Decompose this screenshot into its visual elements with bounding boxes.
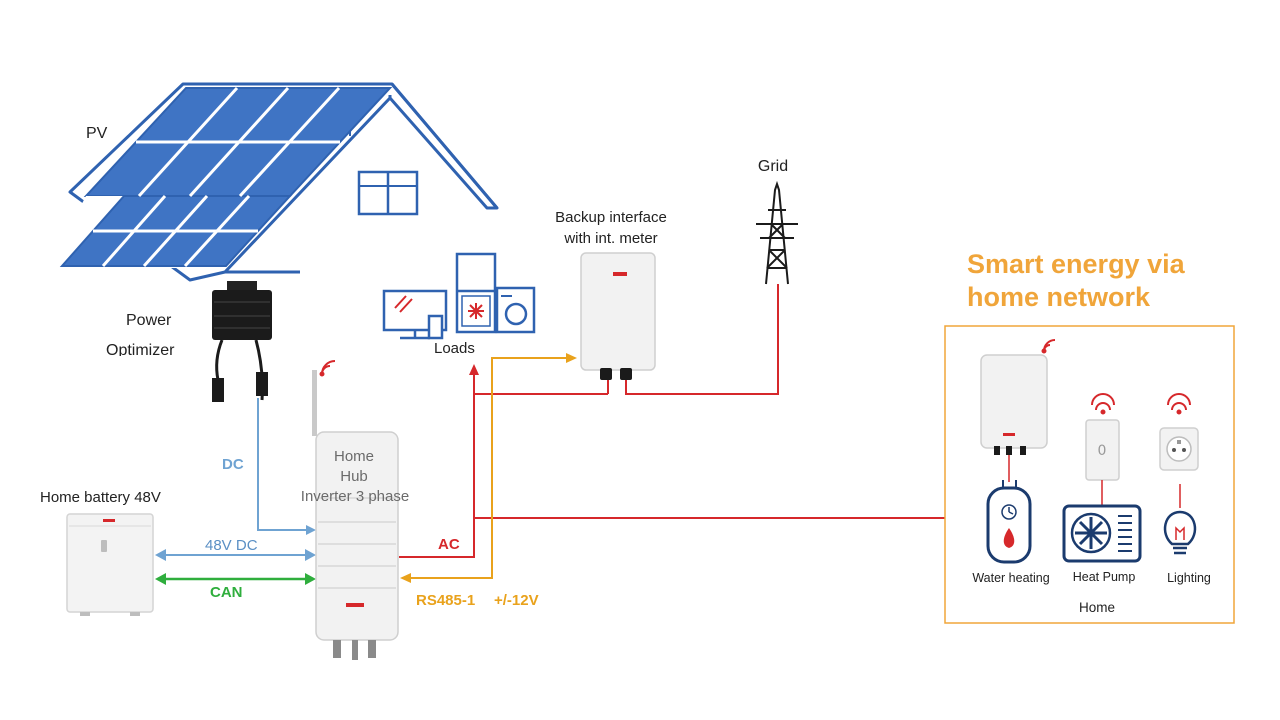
label-water-heating: Water heating <box>972 571 1049 585</box>
loads-icons <box>382 252 536 340</box>
dc48-arrow-left <box>155 549 166 561</box>
label-pv: PV <box>86 125 108 142</box>
label-ac: AC <box>438 536 460 553</box>
rs485-line <box>406 357 570 579</box>
label-home: Home <box>1079 600 1115 615</box>
wifi-icon <box>319 360 336 377</box>
washer-icon <box>495 286 536 334</box>
svg-text:0: 0 <box>1098 443 1107 459</box>
label-hub-3: Inverter 3 phase <box>301 488 409 505</box>
label-loads: Loads <box>434 340 475 357</box>
power-optimizer <box>212 281 272 402</box>
label-backup-2: with int. meter <box>563 230 657 247</box>
label-rs485-v: +/-12V <box>494 592 539 609</box>
solar-panels <box>48 86 393 268</box>
label-dc48: 48V DC <box>205 537 258 554</box>
label-hub-1: Home <box>334 448 374 465</box>
can-arrow-left <box>155 573 166 585</box>
home-hub-inverter <box>312 370 399 660</box>
backup-interface <box>580 252 656 380</box>
home-battery <box>66 513 154 616</box>
smart-title-2: home network <box>967 282 1151 312</box>
can-arrow-right <box>305 573 316 585</box>
label-hub-2: Hub <box>340 468 368 485</box>
label-can: CAN <box>210 584 243 601</box>
dc48-arrow-right <box>305 549 316 561</box>
dc-line <box>257 398 312 531</box>
ac-arrow-loads <box>469 364 479 375</box>
thermostat-device: 0 <box>1085 419 1120 481</box>
rs485-arrow-hub <box>400 573 411 583</box>
label-lighting: Lighting <box>1167 571 1211 585</box>
ac-line-hub <box>399 372 475 558</box>
label-grid: Grid <box>758 158 788 175</box>
snowflake-icon <box>468 303 484 319</box>
light-bulb-icon <box>1163 510 1197 555</box>
smart-title-1: Smart energy via <box>967 249 1186 279</box>
label-optimizer: Power <box>126 312 172 329</box>
label-rs485: RS485-1 <box>416 592 475 609</box>
remote-icon <box>427 314 444 340</box>
outlet-device <box>1159 427 1199 471</box>
label-dc: DC <box>222 456 244 473</box>
label-heat-pump: Heat Pump <box>1073 570 1136 584</box>
wifi-icon <box>1167 393 1191 415</box>
smart-switch-device <box>980 354 1048 455</box>
rs485-arrow-backup <box>566 353 577 363</box>
label-backup-1: Backup interface <box>555 209 667 226</box>
grid-tower-icon <box>756 180 798 285</box>
wifi-icon <box>1091 393 1115 415</box>
wifi-icon <box>1041 339 1056 354</box>
house-window <box>357 170 419 216</box>
heat-pump-icon <box>1062 504 1142 563</box>
dc-arrow <box>306 525 316 535</box>
ac-line-grid <box>625 284 779 395</box>
water-heater-icon <box>986 480 1032 564</box>
label-battery: Home battery 48V <box>40 489 161 506</box>
label-optimizer-cut: Optimizer <box>106 342 175 359</box>
